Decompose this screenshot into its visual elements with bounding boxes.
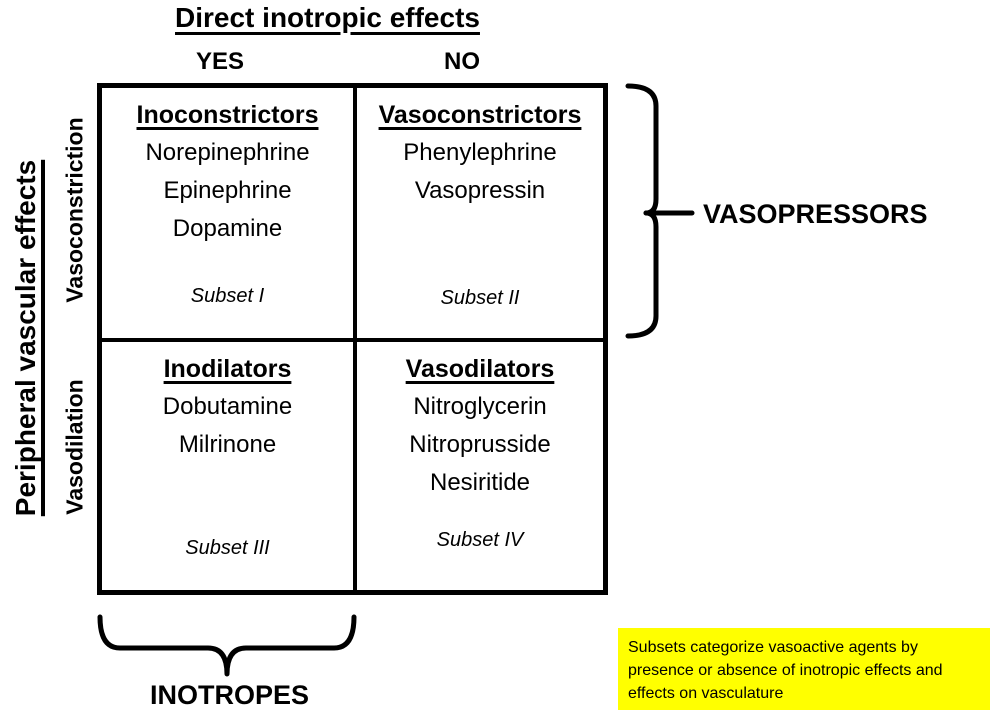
note-line: Subsets categorize vasoactive agents by <box>628 639 918 656</box>
drug-name: Dopamine <box>172 215 283 242</box>
note-highlight: Subsets categorize vasoactive agents by … <box>618 628 990 710</box>
quadrant-vasodilators: Vasodilators Nitroglycerin Nitroprusside… <box>357 342 603 590</box>
drug-name: Dobutamine <box>162 393 293 420</box>
vasopressors-label: VASOPRESSORS <box>703 199 928 229</box>
drug-name: Nesiritide <box>429 469 531 496</box>
subset-label: Subset I <box>190 285 265 307</box>
subset-label: Subset II <box>440 287 520 309</box>
drug-name: Milrinone <box>178 431 277 458</box>
quadrant-inodilators: Inodilators Dobutamine Milrinone Subset … <box>102 342 353 590</box>
quadrant-heading: Vasoconstrictors <box>378 101 582 129</box>
diagram-title: Direct inotropic effects <box>175 2 480 33</box>
note-line: presence or absence of inotropic effects… <box>628 662 943 679</box>
quadrant-heading: Vasodilators <box>405 355 555 383</box>
subset-label: Subset IV <box>436 529 524 551</box>
quadrant-heading: Inodilators <box>163 355 292 383</box>
column-label-no: NO <box>444 48 480 75</box>
quadrant-inoconstrictors: Inoconstrictors Norepinephrine Epinephri… <box>102 88 353 338</box>
axis-label-peripheral-vascular-effects: Peripheral vascular effects <box>10 159 41 517</box>
row-label-vasodilation: Vasodilation <box>61 379 88 515</box>
quadrant-vasoconstrictors: Vasoconstrictors Phenylephrine Vasopress… <box>357 88 603 338</box>
quadrant-grid: Inoconstrictors Norepinephrine Epinephri… <box>97 83 608 595</box>
grid-horizontal-divider <box>102 338 603 342</box>
inotropes-brace <box>97 614 357 677</box>
drug-name: Epinephrine <box>163 177 292 204</box>
drug-name: Phenylephrine <box>403 139 557 166</box>
quadrant-heading: Inoconstrictors <box>136 101 319 129</box>
drug-name: Nitroglycerin <box>413 393 547 420</box>
row-label-vasoconstriction: Vasoconstriction <box>61 117 88 303</box>
inotropes-label: INOTROPES <box>149 680 310 710</box>
drug-name: Nitroprusside <box>409 431 551 458</box>
drug-name: Vasopressin <box>414 177 546 204</box>
subset-label: Subset III <box>185 537 270 559</box>
note-line: effects on vasculature <box>628 685 784 702</box>
vasopressors-brace <box>625 83 695 339</box>
drug-name: Norepinephrine <box>145 139 310 166</box>
column-label-yes: YES <box>195 48 245 75</box>
